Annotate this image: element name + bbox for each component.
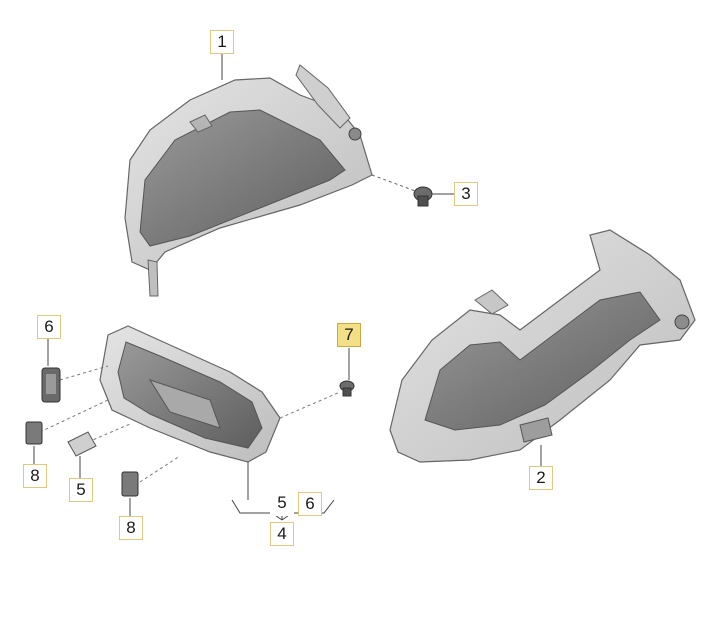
lock-carrier-trim-part[interactable] bbox=[99, 325, 281, 500]
callout-2[interactable]: 2 bbox=[529, 466, 553, 490]
lower-trunk-trim-part[interactable] bbox=[389, 229, 696, 466]
callout-6-bracket[interactable]: 6 bbox=[298, 492, 322, 516]
clip-part-6[interactable] bbox=[41, 338, 61, 403]
expanding-rivet-part[interactable] bbox=[371, 174, 455, 207]
callout-4[interactable]: 4 bbox=[270, 522, 294, 546]
callout-3[interactable]: 3 bbox=[454, 182, 478, 206]
callout-5-left[interactable]: 5 bbox=[69, 478, 93, 502]
assembly-lines bbox=[39, 365, 341, 483]
callout-8-bottom[interactable]: 8 bbox=[119, 516, 143, 540]
retainer-part-8-bottom[interactable] bbox=[121, 471, 139, 516]
callout-8-left[interactable]: 8 bbox=[23, 464, 47, 488]
callout-7[interactable]: 7 bbox=[337, 323, 361, 347]
callout-1[interactable]: 1 bbox=[210, 30, 234, 54]
callout-5-bracket[interactable]: 5 bbox=[270, 492, 294, 516]
fastener-part-7[interactable] bbox=[339, 348, 355, 397]
retainer-part-8-left[interactable] bbox=[25, 421, 43, 464]
cap-part-5[interactable] bbox=[67, 431, 97, 478]
callout-6-left[interactable]: 6 bbox=[37, 315, 61, 339]
upper-trunk-trim-part[interactable] bbox=[124, 64, 373, 297]
